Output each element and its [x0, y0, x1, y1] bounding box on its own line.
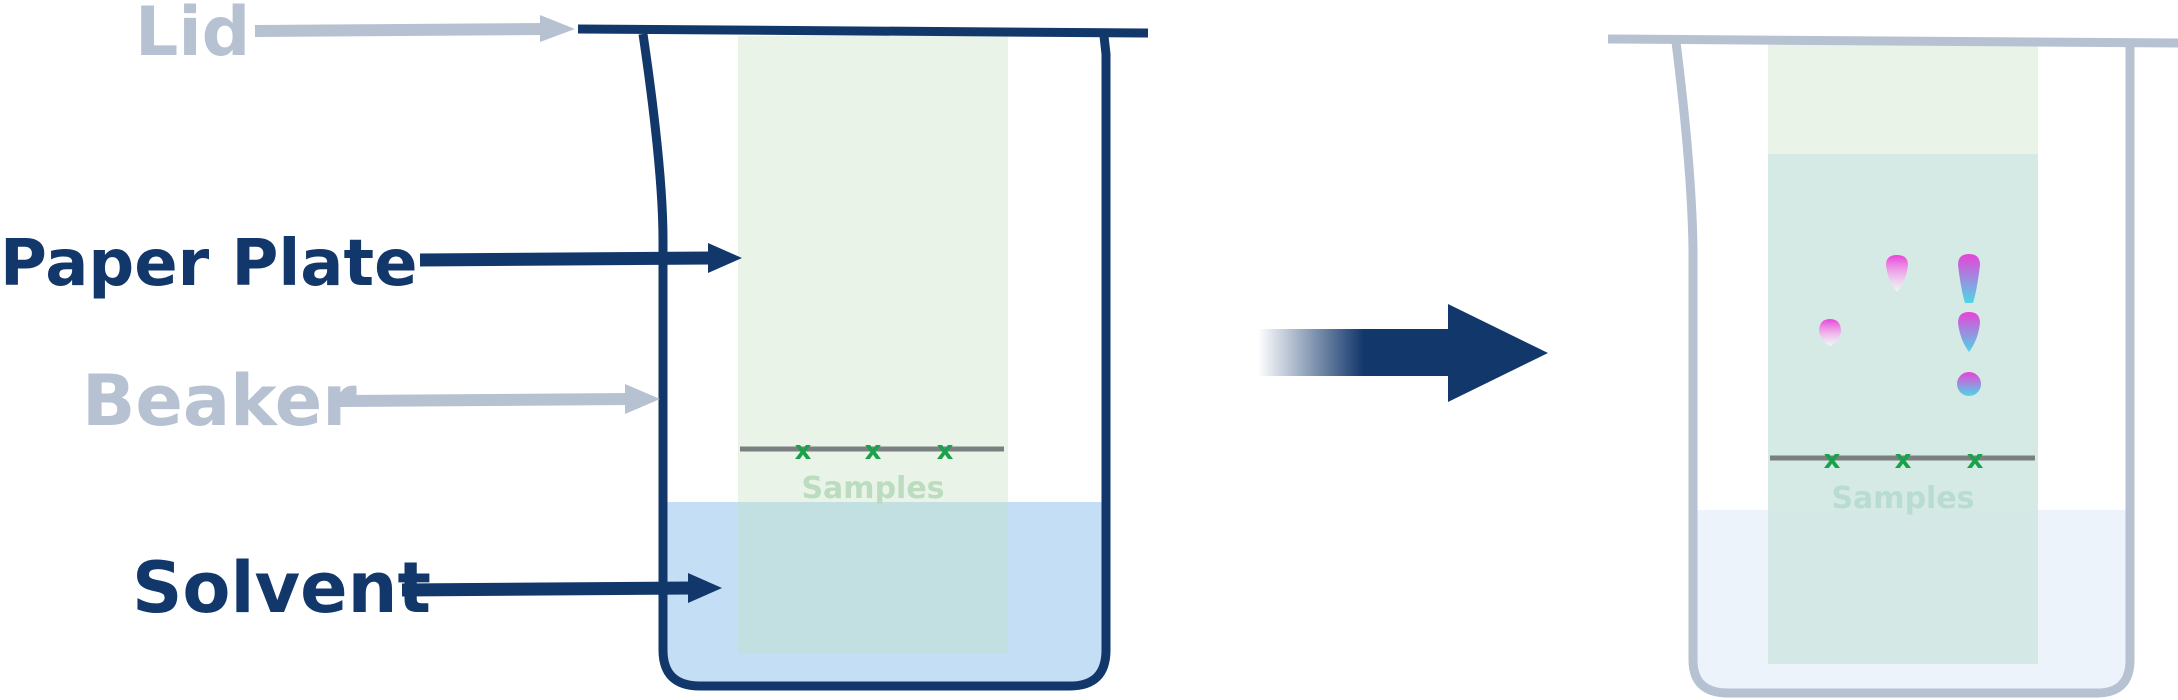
- beaker-arrow-head: [625, 384, 660, 414]
- label-solvent-group: Solvent: [132, 547, 722, 629]
- after-paper-plate-wet-part: [1768, 154, 2038, 664]
- after-beaker-outline: [1671, 41, 2135, 698]
- after-sample-cross-2: x: [1895, 445, 1912, 475]
- sample-cross-2: x: [865, 436, 882, 466]
- spot-sample3-middle: [1958, 312, 1980, 352]
- label-paper-plate-group: Paper Plate: [0, 227, 742, 301]
- paper-plate-arrow-head: [708, 243, 742, 273]
- transition-arrow-head: [1448, 304, 1548, 402]
- spot-sample3-bottom: [1957, 372, 1981, 396]
- lid-arrow-shaft: [254, 23, 546, 37]
- lid-arrow-head: [540, 15, 575, 42]
- label-lid-group: Lid: [135, 0, 575, 72]
- spot-sample3-top: [1958, 254, 1980, 303]
- spots: [1819, 254, 1981, 396]
- paper-plate-label: Paper Plate: [0, 227, 417, 301]
- transition-arrow: [1258, 304, 1548, 402]
- samples-label: Samples: [801, 471, 944, 506]
- after-sample-cross-1: x: [1824, 445, 1841, 475]
- solvent-arrow-shaft: [401, 581, 693, 597]
- after-lid: [1607, 34, 2178, 48]
- sample-cross-1: x: [795, 436, 812, 466]
- spot-sample2: [1886, 255, 1908, 292]
- beaker-outline: [638, 33, 1111, 691]
- paper-plate-arrow-shaft: [419, 251, 713, 267]
- transition-arrow-shaft: [1258, 329, 1450, 376]
- label-beaker-group: Beaker: [82, 360, 660, 442]
- beaker-arrow-shaft: [339, 393, 631, 407]
- before-beaker-group: x x x Samples: [577, 24, 1149, 691]
- after-beaker-group: x x x Samples: [1607, 34, 2178, 698]
- spot-sample1: [1819, 319, 1841, 346]
- solvent-label: Solvent: [132, 547, 431, 629]
- solvent-arrow-head: [688, 573, 722, 603]
- after-samples-label: Samples: [1831, 481, 1974, 516]
- paper-plate-wet-part: [738, 502, 1008, 654]
- beaker-label: Beaker: [82, 360, 357, 442]
- lid: [577, 24, 1149, 38]
- lid-label: Lid: [135, 0, 250, 72]
- sample-cross-3: x: [937, 436, 954, 466]
- after-sample-cross-3: x: [1967, 445, 1984, 475]
